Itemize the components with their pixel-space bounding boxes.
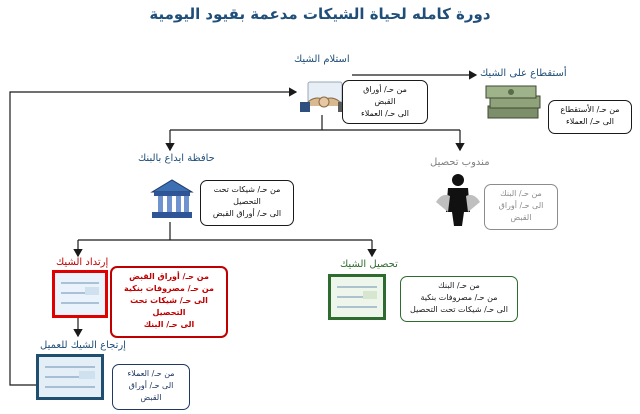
entry-line: من حـ/ مصروفات بنكية — [123, 284, 215, 293]
receive-label: استلام الشيك — [294, 54, 350, 65]
entry-line: من حـ/ العملاء — [127, 369, 175, 378]
entry-line: الى حـ/ شيكات تحت التحصيل — [410, 305, 508, 314]
bank-portfolio-label: حافظة ايداع بالبنك — [138, 153, 215, 164]
collected-check-icon — [328, 274, 386, 320]
discount-entry-callout: من حـ/ الأستقطاع الى حـ/ العملاء — [548, 100, 632, 134]
bank-portfolio-entry-callout: من حـ/ شيكات تحت التحصيل الى حـ/ أوراق ا… — [200, 180, 294, 226]
entry-line: الى حـ/ أوراق القبض — [212, 209, 282, 218]
entry-line: من حـ/ أوراق القبض — [129, 272, 209, 281]
businessman-icon — [436, 172, 480, 226]
entry-line: الى حـ/ العملاء — [360, 109, 410, 118]
returned-check-label: إرتداد الشيك — [56, 257, 109, 268]
back-to-client-label: إرتجاع الشيك للعميل — [40, 340, 126, 351]
entry-line: الى حـ/ أوراق — [498, 201, 544, 210]
page-title: دورة كامله لحياة الشيكات مدعمة بقيود الي… — [149, 5, 491, 23]
entry-line: الى حـ/ شيكات تحت — [130, 296, 208, 305]
entry-line: الى حـ/ أوراق — [128, 381, 174, 390]
handshake-icon — [300, 76, 348, 116]
bank-building-icon — [150, 178, 194, 220]
collected-check-entry-callout: من حـ/ البنك من حـ/ مصروفات بنكية الى حـ… — [400, 276, 518, 322]
money-stack-icon — [484, 84, 544, 124]
entry-line: من حـ/ البنك — [438, 281, 480, 290]
entry-line: القبض — [510, 213, 532, 222]
loop-back-arrow — [9, 87, 298, 386]
entry-line: من حـ/ شيكات تحت — [213, 185, 281, 194]
entry-line: الى حـ/ العملاء — [565, 117, 615, 126]
receive-entry-callout: من حـ/ أوراق القبض الى حـ/ العملاء — [342, 80, 428, 124]
entry-line: القبض — [374, 97, 396, 106]
collection-agent-label: مندوب تحصيل — [430, 157, 490, 168]
entry-line: من حـ/ أوراق — [363, 85, 407, 94]
returned-to-client-check-icon — [36, 354, 104, 400]
entry-line: القبض — [140, 393, 162, 402]
collection-agent-entry-callout: من حـ/ البنك الى حـ/ أوراق القبض — [484, 184, 558, 230]
entry-line: من حـ/ البنك — [500, 189, 542, 198]
entry-line: من حـ/ مصروفات بنكية — [420, 293, 498, 302]
discount-label: أستقطاع على الشيك — [480, 68, 567, 79]
entry-line: التحصيل — [152, 308, 186, 317]
returned-check-entry-callout: من حـ/ أوراق القبض من حـ/ مصروفات بنكية … — [110, 266, 228, 338]
back-to-client-entry-callout: من حـ/ العملاء الى حـ/ أوراق القبض — [112, 364, 190, 410]
entry-line: التحصيل — [233, 197, 261, 206]
collected-check-label: تحصيل الشيك — [340, 259, 398, 270]
returned-check-icon — [52, 270, 108, 318]
entry-line: من حـ/ الأستقطاع — [560, 105, 620, 114]
entry-line: الى حـ/ البنك — [143, 320, 195, 329]
